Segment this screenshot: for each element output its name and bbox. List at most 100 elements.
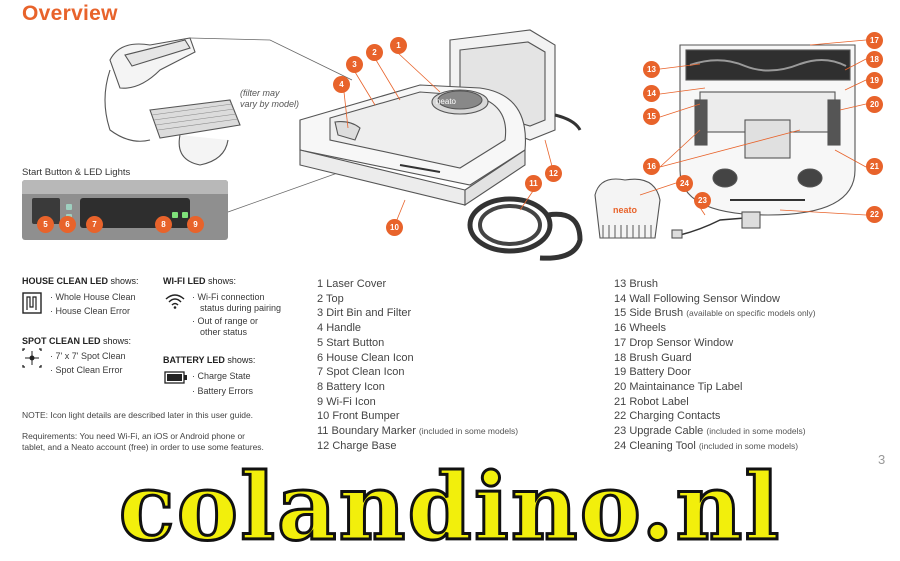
part-name: Brush <box>629 278 659 290</box>
part-number: 24 <box>614 439 627 452</box>
requirements-text: Requirements: You need Wi-Fi, an iOS or … <box>22 431 264 452</box>
spot-clean-legend: SPOT CLEAN LED shows: <box>22 336 132 346</box>
part-name: Maintainance Tip Label <box>629 380 743 393</box>
part-name: Battery Door <box>629 366 692 379</box>
part-name: Dirt Bin and Filter <box>326 307 412 320</box>
part-number: 4 <box>317 322 324 335</box>
house-clean-led <box>66 204 72 210</box>
part-name: Cleaning Tool <box>629 439 696 452</box>
callout-1: 1 <box>390 37 407 54</box>
part-note: (available on specific models only) <box>686 308 816 319</box>
part-name: Wi-Fi Icon <box>326 395 376 408</box>
part-name: Boundary Marker <box>331 425 416 438</box>
part-note: (included in some models) <box>706 426 806 437</box>
part-number: 16 <box>614 322 627 335</box>
part-number: 7 <box>317 366 324 379</box>
part-row: 14 Wall Following Sensor Window <box>614 292 816 307</box>
house-clean-legend: HOUSE CLEAN LED shows: <box>22 276 139 286</box>
part-row: 4 Handle <box>317 321 518 336</box>
callout-14: 14 <box>643 85 660 102</box>
part-row: 5 Start Button <box>317 336 518 351</box>
battery-item-2: · Battery Errors <box>192 386 254 396</box>
part-number: 8 <box>317 380 324 393</box>
callout-6: 6 <box>59 216 76 233</box>
part-row: 3 Dirt Bin and Filter <box>317 306 518 321</box>
part-name: Handle <box>326 322 362 335</box>
callout-22: 22 <box>866 206 883 223</box>
spot-clean-item-2: · Spot Clean Error <box>50 365 123 375</box>
part-number: 17 <box>614 336 627 349</box>
part-number: 10 <box>317 410 330 423</box>
part-number: 15 <box>614 307 627 320</box>
part-row: 6 House Clean Icon <box>317 351 518 366</box>
part-row: 20 Maintainance Tip Label <box>614 380 816 395</box>
callout-20: 20 <box>866 96 883 113</box>
callout-18: 18 <box>866 51 883 68</box>
callout-7: 7 <box>86 216 103 233</box>
part-name: Brush Guard <box>629 351 692 364</box>
part-row: 8 Battery Icon <box>317 380 518 395</box>
note-text: NOTE: Icon light details are described l… <box>22 410 254 420</box>
filter-note: (filter may vary by model) <box>240 88 300 109</box>
page-number: 3 <box>878 452 886 467</box>
part-name: Wheels <box>629 322 666 335</box>
part-number: 6 <box>317 351 324 364</box>
callout-24: 24 <box>676 175 693 192</box>
callout-15: 15 <box>643 108 660 125</box>
part-name: Side Brush <box>629 307 684 320</box>
callout-13: 13 <box>643 61 660 78</box>
part-number: 19 <box>614 366 627 379</box>
callout-4: 4 <box>333 76 350 93</box>
house-clean-item-2: · House Clean Error <box>50 306 131 316</box>
part-row: 2 Top <box>317 292 518 307</box>
part-row: 11 Boundary Marker (included in some mod… <box>317 424 518 439</box>
robot-overview-illustration: neato neato <box>45 29 867 261</box>
part-row: 13 Brush <box>614 277 816 292</box>
wifi-item-1b: status during pairing <box>200 303 282 313</box>
part-number: 9 <box>317 395 324 408</box>
part-name: Front Bumper <box>332 410 400 423</box>
part-row: 23 Upgrade Cable (included in some model… <box>614 424 816 439</box>
robot-brand-label: neato <box>436 97 457 106</box>
part-name: Upgrade Cable <box>629 425 704 438</box>
callout-9: 9 <box>187 216 204 233</box>
tool-brand-label: neato <box>613 205 638 215</box>
callout-3: 3 <box>346 56 363 73</box>
house-clean-item-1: · Whole House Clean <box>50 292 136 302</box>
wifi-item-1: · Wi-Fi connection <box>192 292 265 302</box>
part-name: House Clean Icon <box>326 351 414 364</box>
led-caption: Start Button & LED Lights <box>22 167 131 178</box>
part-name: Wall Following Sensor Window <box>629 292 780 305</box>
callout-2: 2 <box>366 44 383 61</box>
part-name: Battery Icon <box>326 380 385 393</box>
part-row: 18 Brush Guard <box>614 351 816 366</box>
callout-19: 19 <box>866 72 883 89</box>
part-name: Laser Cover <box>326 278 387 290</box>
part-number: 23 <box>614 425 627 438</box>
part-number: 11 <box>317 425 329 438</box>
part-note: (included in some models) <box>698 440 799 451</box>
battery-led <box>172 212 178 218</box>
part-row: 12 Charge Base <box>317 439 518 454</box>
part-number: 21 <box>614 395 627 408</box>
part-number: 18 <box>614 351 627 364</box>
part-row: 7 Spot Clean Icon <box>317 365 518 380</box>
part-name: Start Button <box>326 336 385 349</box>
battery-icon <box>164 371 187 384</box>
wifi-legend: WI-FI LED shows: <box>163 276 237 286</box>
callout-17: 17 <box>866 32 883 49</box>
callout-10: 10 <box>386 219 403 236</box>
battery-item-1: · Charge State <box>192 371 251 381</box>
part-row: 24 Cleaning Tool (included in some model… <box>614 439 816 454</box>
panel-top-strip <box>22 180 228 194</box>
part-row: 17 Drop Sensor Window <box>614 336 816 351</box>
page-title: Overview <box>22 2 118 25</box>
part-number: 3 <box>317 307 324 320</box>
callout-16: 16 <box>643 158 660 175</box>
part-number: 12 <box>317 439 330 452</box>
part-number: 14 <box>614 292 627 305</box>
part-number: 1 <box>317 278 324 290</box>
part-name: Spot Clean Icon <box>326 366 405 379</box>
part-number: 22 <box>614 410 627 423</box>
